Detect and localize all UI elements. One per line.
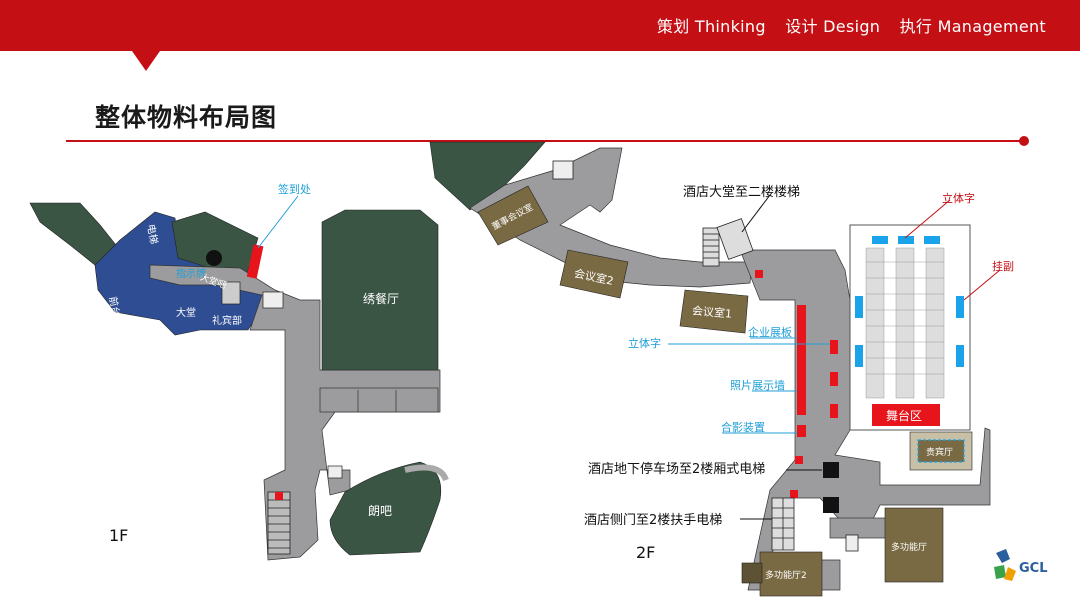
2f-label-stage: 舞台区	[886, 408, 922, 423]
2f-annotation-photo-device: 合影装置	[721, 420, 765, 434]
2f-ballroom-tables	[865, 247, 945, 399]
2f-meeting-room-1	[679, 289, 749, 334]
2f-corridor-south	[829, 517, 891, 539]
2f-meeting-room-2	[559, 249, 629, 299]
floor-2-plan: 董事会议室 会议室2 会议室1 舞台区 贵宾厅 多功能厅 多功能厅2 酒店大堂至…	[429, 141, 1014, 597]
1f-corridor	[149, 264, 441, 561]
1f-checkin-desk-marker	[246, 244, 264, 279]
1f-red-marker	[275, 492, 283, 500]
2f-annotation-letters-left: 立体字	[628, 336, 661, 350]
2f-side-banner-left-1	[855, 296, 863, 318]
2f-lift-shaft-lower	[823, 497, 839, 513]
1f-label-lift: 电梯	[144, 223, 160, 245]
2f-red-marker-b	[830, 372, 838, 386]
2f-annotation-lift: 酒店地下停车场至2楼厢式电梯	[588, 461, 765, 477]
title-underline-dot	[1019, 136, 1029, 146]
2f-annotation-company-board: 企业展板	[748, 325, 792, 339]
2f-annotation-lobby-stairs: 酒店大堂至二楼楼梯	[683, 185, 800, 200]
1f-lounge-dark-column	[206, 250, 222, 266]
2f-function-room	[884, 507, 944, 583]
2f-annotation-photo-wall: 照片展示墙	[730, 378, 785, 392]
title-underline	[66, 140, 1023, 142]
2f-side-banner-right-1	[956, 296, 964, 318]
2f-letters-top-callout-line	[904, 199, 951, 239]
2f-red-marker-c	[830, 404, 838, 418]
1f-bar-area	[329, 461, 442, 556]
2f-function-room-2-annex	[741, 562, 763, 584]
tagline-design: 设计 Design	[785, 17, 881, 36]
2f-3d-letter-marker-2	[898, 236, 914, 244]
1f-label-front-desk: 前台	[106, 295, 122, 317]
2f-board-room	[477, 185, 549, 246]
1f-label-concierge: 礼宾部	[212, 314, 242, 327]
1f-label-dining-hall: 绣餐厅	[363, 291, 399, 306]
2f-label-vip: 贵宾厅	[926, 446, 953, 458]
2f-restroom-icon	[552, 160, 574, 180]
floor-label-1f: 1F	[109, 526, 129, 545]
2f-annotation-escalator: 酒店侧门至2楼扶手电梯	[584, 513, 722, 528]
2f-red-marker-e	[795, 456, 803, 464]
1f-label-signage: 指示牌	[176, 267, 206, 280]
logo-text: GCL	[1019, 561, 1048, 576]
page-title: 整体物料布局图	[95, 103, 278, 132]
2f-banner-callout-line	[963, 269, 1001, 301]
2f-red-marker-a	[830, 340, 838, 354]
1f-label-bar: 朗吧	[368, 504, 392, 518]
1f-restroom-icon	[262, 291, 284, 309]
1f-bar-curved-wall	[404, 464, 449, 482]
2f-side-banner-left-2	[855, 345, 863, 367]
header-tagline: 策划 Thinking 设计 Design 执行 Management	[643, 13, 1046, 37]
2f-function-room-2	[759, 551, 823, 597]
2f-restroom-icon-2	[845, 534, 859, 552]
1f-restroom-icon-2	[327, 465, 343, 479]
1f-checkin-callout-line	[257, 195, 299, 249]
header-notch	[132, 51, 160, 71]
2f-3d-letter-marker-1	[872, 236, 888, 244]
floor-1-plan: 电梯 前台 大堂 礼宾部 大堂吧 绣餐厅 朗吧 签到处 指示牌	[29, 182, 449, 561]
tagline-thinking: 策划 Thinking	[656, 17, 766, 36]
2f-company-board-marker	[797, 305, 806, 415]
floor-label-2f: 2F	[636, 543, 656, 562]
gcl-logo-icon	[994, 549, 1016, 581]
2f-stairs-callout-line	[741, 194, 771, 233]
1f-label-checkin: 签到处	[278, 182, 311, 196]
2f-red-marker-d	[755, 270, 763, 278]
1f-dining-hall	[321, 209, 439, 371]
2f-red-marker-f	[790, 490, 798, 498]
1f-label-lobby: 大堂	[176, 306, 196, 319]
1f-stair-block	[221, 281, 241, 305]
2f-label-function-room-2: 多功能厅2	[765, 569, 807, 581]
2f-lift-shaft-upper	[823, 462, 839, 478]
tagline-management: 执行 Management	[899, 17, 1046, 36]
2f-vip-inner	[917, 439, 965, 463]
2f-escalator-icon	[771, 497, 795, 551]
2f-photo-device-marker	[797, 425, 806, 437]
header-bar: 策划 Thinking 设计 Design 执行 Management	[0, 0, 1080, 71]
2f-3d-letter-marker-3	[924, 236, 940, 244]
1f-stairs-icon	[267, 491, 291, 555]
2f-label-meeting-1: 会议室1	[691, 303, 732, 320]
1f-corridor-bay	[319, 387, 439, 413]
2f-side-banner-right-2	[956, 345, 964, 367]
2f-label-function-room: 多功能厅	[891, 541, 927, 553]
2f-annotation-letters-top: 立体字	[942, 191, 975, 205]
2f-stage	[872, 404, 940, 426]
2f-annotation-banner: 挂副	[992, 259, 1014, 273]
